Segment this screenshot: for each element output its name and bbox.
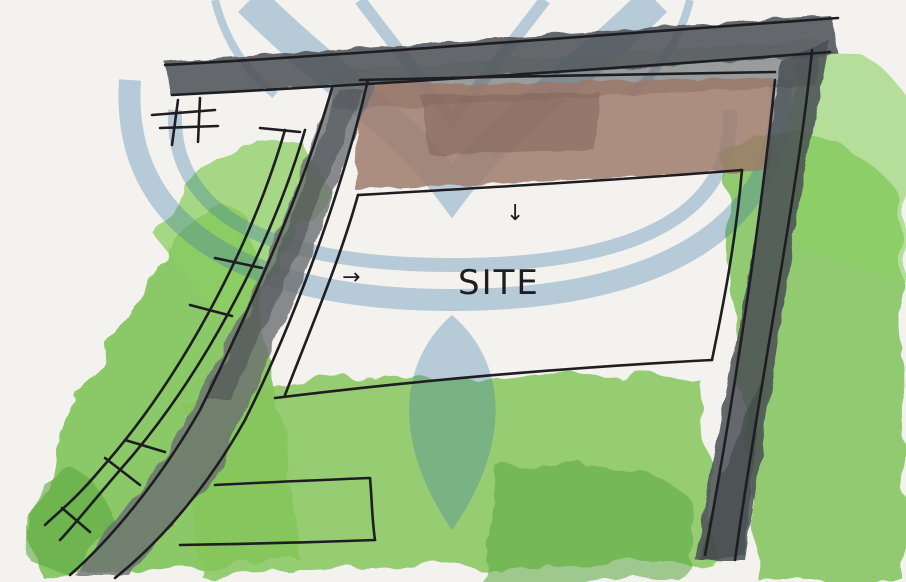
svg-text:→: → — [342, 265, 360, 290]
arrow-down-icon: ↓ — [506, 201, 524, 226]
svg-text:↓: ↓ — [506, 201, 524, 226]
arrow-right-icon: → — [342, 265, 360, 290]
site-label: SITE — [458, 263, 540, 303]
